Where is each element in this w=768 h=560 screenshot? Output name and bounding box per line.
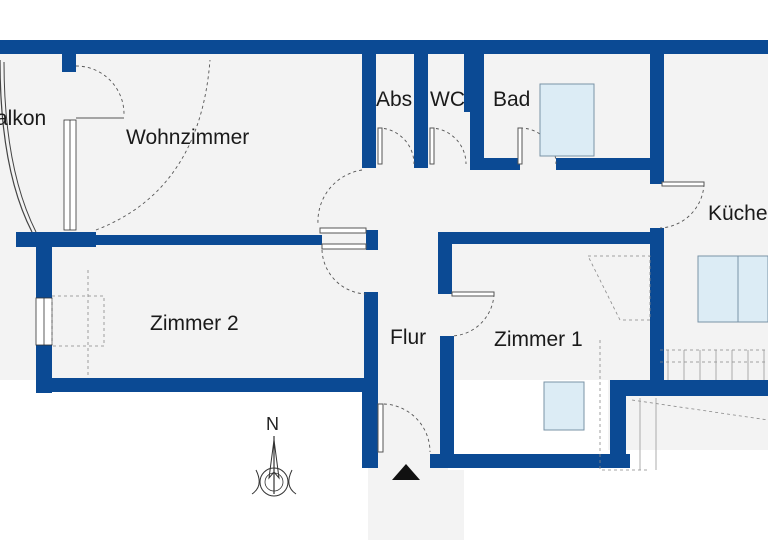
door-entrance: [377, 403, 431, 453]
balcony-structure: [0, 59, 77, 233]
walls: [0, 40, 768, 468]
door-zimmer1: [451, 291, 495, 337]
room-label-wc: WC: [430, 88, 465, 111]
room-label-flur: Flur: [390, 326, 426, 349]
staircase: [639, 350, 765, 470]
room-label-balkon: alkon: [0, 107, 46, 130]
room-label-abs: Abs: [376, 88, 412, 111]
door-bad: [517, 127, 557, 165]
door-wohnzimmer: [75, 59, 211, 231]
door-abs: [377, 127, 415, 165]
room-label-wohnzimmer: Wohnzimmer: [126, 126, 249, 149]
door-wc: [429, 127, 467, 165]
door-kueche: [659, 181, 705, 229]
compass-north-label: N: [266, 414, 279, 434]
room-labels: alkon Wohnzimmer Abs WC Bad Küche Zimmer…: [0, 88, 768, 351]
entrance-triangle-icon: [392, 464, 420, 480]
windows: [35, 297, 53, 346]
door-zimmer2: [321, 243, 367, 295]
door-flur-wohnzimmer: [317, 169, 367, 234]
room-label-zimmer2: Zimmer 2: [150, 312, 239, 335]
fixtures: [51, 83, 768, 471]
room-label-zimmer1: Zimmer 1: [494, 328, 583, 351]
north-arrow-icon: N: [251, 414, 297, 497]
room-label-kueche: Küche: [708, 202, 768, 225]
room-label-bad: Bad: [493, 88, 530, 111]
